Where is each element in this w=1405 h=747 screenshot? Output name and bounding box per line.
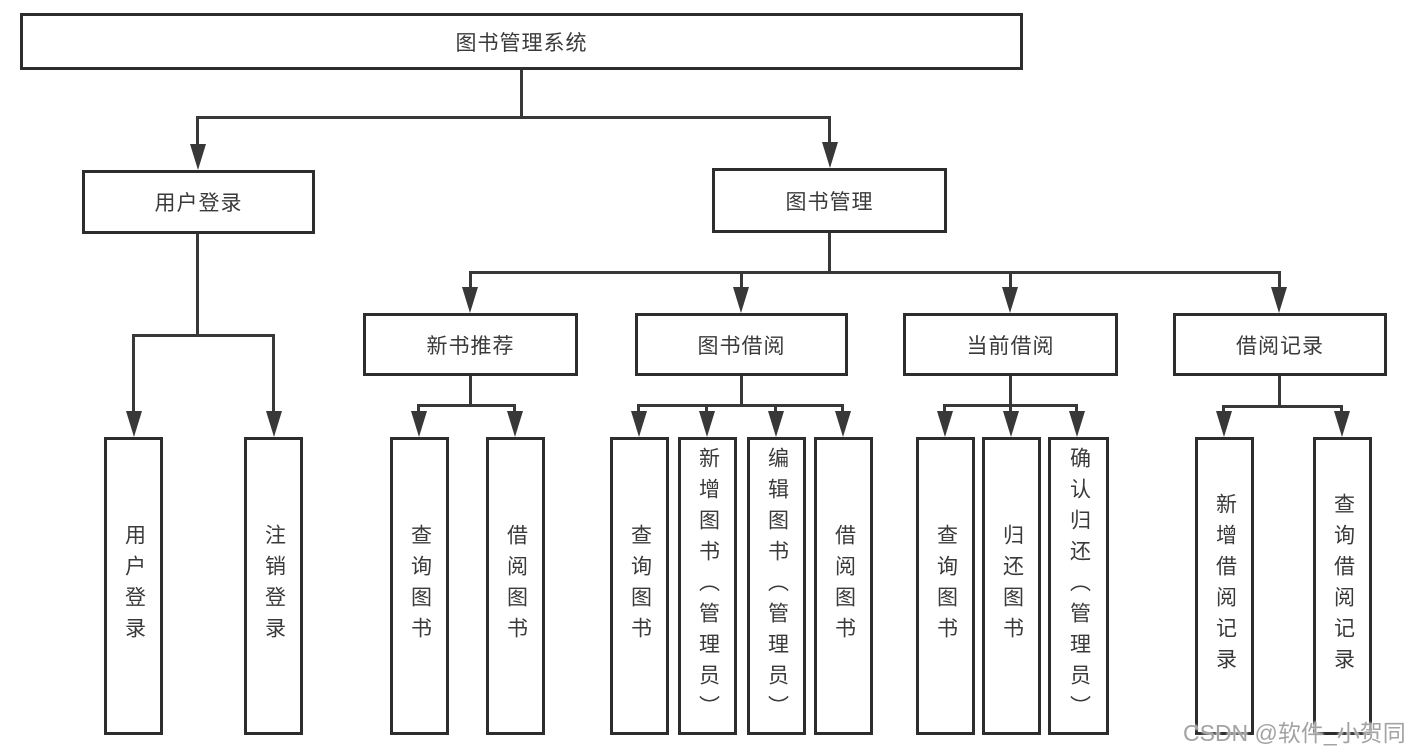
arrow-down-icon <box>266 411 282 437</box>
leaf-records-query-borrow-record: 查询借阅记录 <box>1313 437 1372 735</box>
connector-line <box>637 404 844 407</box>
leaf-recommend-query-book: 查询图书 <box>390 437 449 735</box>
connector-line <box>272 334 275 416</box>
arrow-down-icon <box>462 287 478 313</box>
leaf-recommend-borrow-book: 借阅图书 <box>486 437 545 735</box>
connector-line <box>520 69 523 118</box>
connector-line <box>469 271 1281 274</box>
connector-line <box>417 404 516 407</box>
arrow-down-icon <box>631 411 647 437</box>
leaf-current-confirm-return-admin: 确认归还（管理员） <box>1048 437 1109 735</box>
arrow-down-icon <box>507 411 523 437</box>
arrow-down-icon <box>937 411 953 437</box>
connector-line <box>740 376 743 406</box>
leaf-borrowing-borrow-book: 借阅图书 <box>814 437 873 735</box>
node-library-management-system: 图书管理系统 <box>20 13 1023 70</box>
arrow-down-icon <box>1216 411 1232 437</box>
node-current-borrowing: 当前借阅 <box>903 313 1118 376</box>
arrow-down-icon <box>126 411 142 437</box>
connector-line <box>1278 376 1281 407</box>
connector-line <box>469 376 472 406</box>
connector-line <box>1278 271 1281 291</box>
arrow-down-icon <box>1003 411 1019 437</box>
connector-line <box>1009 376 1012 406</box>
leaf-current-return-book: 归还图书 <box>982 437 1041 735</box>
leaf-current-query-book: 查询图书 <box>916 437 975 735</box>
arrow-down-icon <box>411 411 427 437</box>
arrow-down-icon <box>1002 287 1018 313</box>
arrow-down-icon <box>768 411 784 437</box>
connector-line <box>828 233 831 274</box>
arrow-down-icon <box>835 411 851 437</box>
leaf-user-login: 用户登录 <box>104 437 163 735</box>
connector-line <box>196 234 199 336</box>
leaf-borrowing-edit-book-admin: 编辑图书（管理员） <box>747 437 806 735</box>
arrow-down-icon <box>1334 411 1350 437</box>
arrow-down-icon <box>1069 411 1085 437</box>
watermark-text: CSDN @软件_小贺同学 <box>1183 720 1405 746</box>
arrow-down-icon <box>699 411 715 437</box>
arrow-down-icon <box>822 142 838 168</box>
node-borrowing-records: 借阅记录 <box>1173 313 1387 376</box>
node-new-book-recommendation: 新书推荐 <box>363 313 578 376</box>
connector-line <box>740 271 743 291</box>
connector-line <box>196 116 831 119</box>
connector-line <box>1009 271 1012 291</box>
leaf-records-add-borrow-record: 新增借阅记录 <box>1195 437 1254 735</box>
connector-line <box>132 334 275 337</box>
connector-line <box>469 271 472 291</box>
leaf-borrowing-query-book: 查询图书 <box>610 437 669 735</box>
node-book-management: 图书管理 <box>712 168 947 233</box>
leaf-logout-login: 注销登录 <box>244 437 303 735</box>
node-user-login: 用户登录 <box>82 170 315 234</box>
leaf-borrowing-add-book-admin: 新增图书（管理员） <box>678 437 737 735</box>
connector-line <box>196 116 199 150</box>
arrow-down-icon <box>190 144 206 170</box>
arrow-down-icon <box>1271 287 1287 313</box>
arrow-down-icon <box>733 287 749 313</box>
connector-line <box>1222 405 1343 408</box>
connector-line <box>132 334 135 416</box>
connector-line <box>828 116 831 146</box>
node-book-borrowing: 图书借阅 <box>635 313 848 376</box>
